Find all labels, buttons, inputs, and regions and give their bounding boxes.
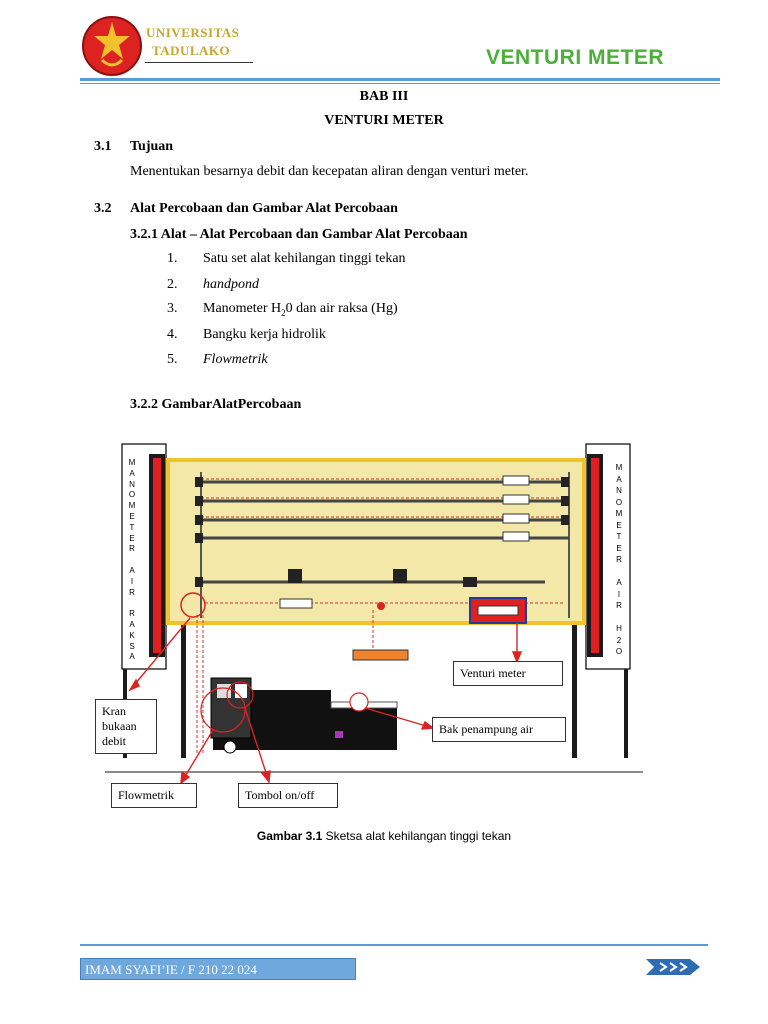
label-letter: N [129, 479, 135, 489]
right-manometer-fluid [591, 458, 599, 653]
label-letter: T [129, 522, 135, 532]
label-letter: A [616, 578, 622, 587]
list-item-number: 1. [167, 251, 178, 266]
label-letter: S [129, 641, 135, 651]
chapter-number: BAB III [359, 89, 409, 104]
list-item-text: Manometer H20 dan air raksa (Hg) [203, 301, 398, 318]
list-item-text: Satu set alat kehilangan tinggi tekan [203, 251, 406, 266]
caption-text: Sketsa alat kehilangan tinggi tekan [322, 829, 512, 843]
label-letter: M [615, 463, 623, 472]
label-letter: N [616, 486, 622, 495]
university-underline [145, 62, 253, 63]
figure-caption: Gambar 3.1 Sketsa alat kehilangan tinggi… [0, 829, 768, 843]
section-3-2-1-title: 3.2.1 Alat – Alat Percobaan dan Gambar A… [130, 227, 468, 242]
subscript: 2 [281, 307, 286, 318]
label-letter: A [616, 474, 622, 484]
label-letter: T [616, 532, 622, 541]
section-3-1-title: Tujuan [130, 139, 174, 154]
list-item-text: handpond [203, 277, 259, 292]
label-letter: R [129, 587, 135, 597]
section-3-2-title: Alat Percobaan dan Gambar Alat Percobaan [130, 201, 398, 216]
label-letter: R [616, 601, 622, 610]
header-rule-thin [80, 83, 720, 84]
label-letter: R [129, 609, 135, 619]
left-manometer-fluid [153, 458, 161, 653]
section-3-1-text: Menentukan besarnya debit dan kecepatan … [130, 164, 529, 179]
label-letter: A [129, 619, 135, 629]
list-item-text-part: 0 dan air raksa (Hg) [285, 301, 398, 316]
label-letter: R [129, 544, 135, 554]
footer-author: IMAM SYAFI’IE / F 210 22 024 [80, 958, 356, 980]
label-letter: A [129, 652, 135, 662]
right-manometer-label: M A N O M E T E R A I R H 2 O [614, 462, 624, 658]
callout-venturi-meter: Venturi meter [453, 661, 563, 686]
label-letter: R [616, 555, 622, 564]
label-letter: E [129, 511, 135, 521]
label-letter: M [128, 501, 136, 511]
label-letter: K [129, 630, 135, 640]
footer-rule [80, 944, 708, 946]
label-letter: M [128, 458, 136, 467]
list-item-text: Bangku kerja hidrolik [203, 327, 326, 342]
list-item-number: 4. [167, 327, 178, 342]
list-item-text: Flowmetrik [203, 352, 268, 367]
chapter-title: VENTURI METER [324, 113, 444, 128]
label-letter: A [129, 565, 135, 575]
label-letter: 2 [616, 635, 622, 645]
label-letter: O [615, 497, 623, 507]
list-item-number: 5. [167, 352, 178, 367]
header-rule [80, 78, 720, 81]
left-manometer-label: M A N O M E T E R A I R R A K S A [127, 458, 137, 663]
kran-valve-marker [180, 592, 206, 618]
label-letter: E [616, 543, 622, 553]
label-letter: O [615, 647, 623, 656]
university-logo [82, 16, 142, 76]
list-item-number: 3. [167, 301, 178, 316]
list-item-number: 2. [167, 277, 178, 292]
next-page-arrow-icon[interactable] [646, 956, 702, 978]
label-letter: I [617, 589, 621, 599]
list-item-text-part: Manometer H [203, 301, 282, 316]
section-3-2-number: 3.2 [94, 201, 112, 216]
caption-label: Gambar 3.1 [256, 829, 323, 843]
label-letter: I [130, 576, 134, 586]
apparatus-diagram [105, 443, 643, 785]
label-letter: O [128, 490, 136, 500]
section-3-1-number: 3.1 [94, 139, 112, 154]
label-letter: E [129, 533, 135, 543]
university-name-line1: UNIVERSITAS [146, 25, 240, 40]
section-3-2-2-title: 3.2.2 GambarAlatPercobaan [130, 397, 302, 412]
callout-flowmetrik: Flowmetrik [111, 783, 197, 808]
callout-tombol-on-off: Tombol on/off [238, 783, 338, 808]
label-letter: H [616, 624, 622, 633]
university-name-line2: TADULAKO [152, 43, 231, 58]
label-letter: M [615, 509, 623, 518]
label-letter: A [129, 468, 135, 478]
document-header-title: VENTURI METER [486, 46, 665, 69]
callout-bak-penampung-air: Bak penampung air [432, 717, 566, 742]
callout-kran-bukaan-debit: Kran bukaan debit [95, 699, 157, 754]
label-letter: E [616, 520, 622, 530]
